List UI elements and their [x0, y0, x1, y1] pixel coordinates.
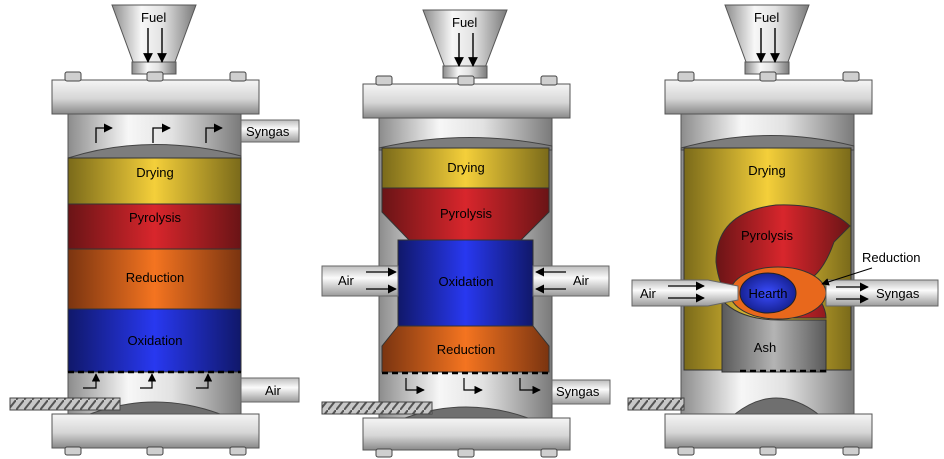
top-flange [362, 83, 571, 119]
zone-oxidation [67, 308, 242, 373]
pyrolysis-label: Pyrolysis [440, 206, 493, 221]
syngas-label: Syngas [876, 286, 920, 301]
zone-drying [381, 147, 550, 189]
gasifier-crossdraft: Fuel Drying Pyrolysis Hearth Ash Air Syn… [627, 4, 939, 456]
zone-reduction [381, 325, 550, 373]
reduction-callout-label: Reduction [862, 250, 921, 265]
air-label-left: Air [338, 273, 355, 288]
air-label: Air [265, 383, 282, 398]
air-inlet-pipe-right [532, 265, 610, 297]
bottom-flange [362, 417, 571, 451]
syngas-outlet-pipe [825, 279, 939, 307]
bottom-flange [51, 413, 260, 449]
reduction-label: Reduction [126, 270, 185, 285]
bottom-flange [664, 413, 873, 449]
ash-label: Ash [754, 340, 776, 355]
syngas-outlet-pipe [551, 379, 611, 405]
zone-pyrolysis [67, 203, 242, 250]
syngas-label: Syngas [246, 124, 290, 139]
top-flange [51, 79, 260, 115]
air-inlet-pipe-left [321, 265, 399, 297]
fuel-label: Fuel [452, 15, 477, 30]
drying-label: Drying [136, 165, 174, 180]
top-flange [664, 79, 873, 115]
syngas-outlet-pipe [240, 119, 300, 143]
hearth-label: Hearth [748, 286, 787, 301]
zone-hearth [739, 272, 797, 314]
pyrolysis-label: Pyrolysis [741, 228, 794, 243]
fuel-label: Fuel [754, 10, 779, 25]
ash-screw-conveyor [627, 397, 685, 411]
air-label-right: Air [573, 273, 590, 288]
ash-screw-conveyor [321, 401, 433, 415]
air-inlet-pipe [240, 377, 300, 403]
ash-screw-conveyor [9, 397, 121, 411]
zone-drying [67, 157, 242, 205]
fuel-label: Fuel [141, 10, 166, 25]
pyrolysis-label: Pyrolysis [129, 210, 182, 225]
oxidation-label: Oxidation [128, 333, 183, 348]
air-nozzle [631, 279, 739, 307]
gasifier-downdraft: Fuel Drying Pyrolysis Oxidation Reductio… [321, 9, 611, 458]
zone-reduction [67, 248, 242, 310]
zone-ash [721, 298, 827, 373]
oxidation-label: Oxidation [439, 274, 494, 289]
drying-label: Drying [748, 163, 786, 178]
air-label: Air [640, 286, 657, 301]
drying-label: Drying [447, 160, 485, 175]
gasifier-updraft: Fuel Drying Pyrolysis Reduction Oxidatio… [9, 4, 300, 456]
reduction-label: Reduction [437, 342, 496, 357]
syngas-label: Syngas [556, 384, 600, 399]
